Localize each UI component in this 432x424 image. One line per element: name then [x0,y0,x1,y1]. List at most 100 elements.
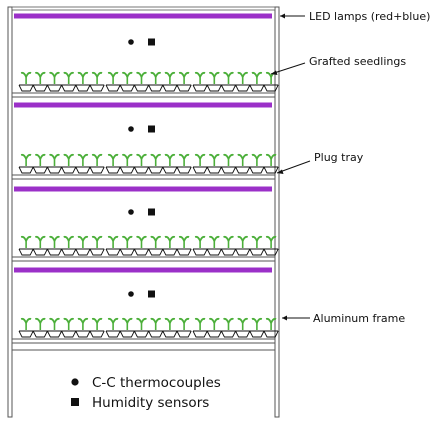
plug-tray [192,317,279,338]
tray-cells [18,248,105,256]
plug-tray [192,153,279,174]
seedling [77,71,89,84]
leaf [63,235,70,242]
leaf [67,153,74,160]
thermocouple-icon [128,209,134,215]
leaf [25,235,32,242]
leaf [53,71,60,78]
leaf [35,153,42,160]
seedling [150,317,161,330]
leaf [194,153,201,160]
leaf [136,153,143,160]
leaf [96,153,103,160]
leaf [265,317,272,324]
leaf [150,317,157,324]
leaf [39,317,46,324]
leaf [150,235,157,242]
seedling [194,235,206,248]
seedling [35,153,46,166]
seedling [49,235,60,248]
seedling [107,235,119,248]
leaf [126,71,133,78]
seedling [20,71,32,84]
plug-tray [18,235,105,256]
plug-tray [192,71,279,92]
seedling [223,71,234,84]
plug-tray [18,317,105,338]
tray-cells [105,248,192,256]
leaf [265,71,272,78]
seedling [136,235,147,248]
shelf-level [12,186,279,262]
leaf [150,153,157,160]
leaf [112,153,119,160]
leader-line [270,62,306,75]
leaf [251,71,258,78]
leaf [82,71,89,78]
leaf [199,235,206,242]
leaf [237,317,244,324]
leaf [126,153,133,160]
leaf [209,71,216,78]
seedling [150,153,161,166]
thermocouple-icon [128,39,134,45]
plug-tray [105,153,192,174]
seedlings-label: Grafted seedlings [309,55,406,68]
shelf-level [12,13,279,98]
leaf [49,153,56,160]
leaf [227,153,234,160]
tray-cells [192,84,279,92]
legend-humidity: Humidity sensors [92,395,209,411]
leaf [122,235,129,242]
leaf [20,235,27,242]
leaf [223,317,230,324]
leaf [164,317,171,324]
leaf [107,317,114,324]
leaf [96,317,103,324]
leaf [91,317,98,324]
leaf [82,153,89,160]
led-lamp [14,267,272,273]
humidity-sensor-icon [148,125,155,133]
seedling [251,317,263,330]
leaf [96,235,103,242]
humidity-sensor-icon [148,208,155,216]
arrowhead-icon [280,13,285,19]
leaf [256,71,263,78]
leaf [227,317,234,324]
seedling [209,153,220,166]
leaf [256,235,263,242]
leaf [209,235,216,242]
leaf [169,71,176,78]
leaf [63,317,70,324]
frame-label: Aluminum frame [313,312,405,325]
leaf [237,71,244,78]
leaf [67,317,74,324]
plug-tray [105,317,192,338]
tray-label: Plug tray [314,151,364,164]
leaf [126,317,133,324]
arrowhead-icon [271,70,278,75]
seedling [251,71,263,84]
tray-cells [192,330,279,338]
leaf [25,153,32,160]
seedling [237,317,248,330]
seedling [91,153,103,166]
leaf [150,71,157,78]
leaf [194,71,201,78]
seedling [91,71,103,84]
leaf [112,235,119,242]
leaf [237,153,244,160]
seedling [164,71,176,84]
leaf [270,235,277,242]
leaf [49,317,56,324]
plug-tray [105,71,192,92]
leaf [169,317,176,324]
leaf [265,153,272,160]
shelf-levels [12,13,279,344]
leaf [241,153,248,160]
leaf [270,153,277,160]
leaf [20,71,27,78]
leaf [53,317,60,324]
leaf [35,235,42,242]
